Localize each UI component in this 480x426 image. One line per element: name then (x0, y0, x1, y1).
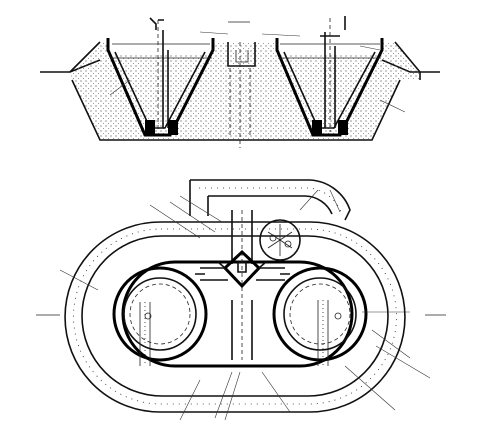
plan-leaders (59, 189, 431, 421)
outlet-channel-inner (208, 195, 333, 215)
left-hopper-tank (106, 17, 215, 137)
valve-chamber (259, 219, 301, 261)
foundation-outline (69, 41, 421, 141)
foundation-mass (70, 42, 420, 140)
section-view (40, 16, 440, 148)
outer-wall (64, 221, 406, 413)
central-channel (227, 21, 256, 148)
right-round-tank (272, 266, 368, 366)
inner-ring (121, 260, 354, 368)
right-hopper-tank (275, 16, 384, 137)
plan-view (36, 179, 446, 421)
section-leaders (109, 31, 406, 113)
outer-wall-inner (81, 235, 389, 397)
left-round-tank (112, 266, 208, 366)
outlet-channel-outer (190, 179, 351, 221)
distribution-chamber (195, 210, 290, 360)
outlet-stub (189, 180, 209, 216)
